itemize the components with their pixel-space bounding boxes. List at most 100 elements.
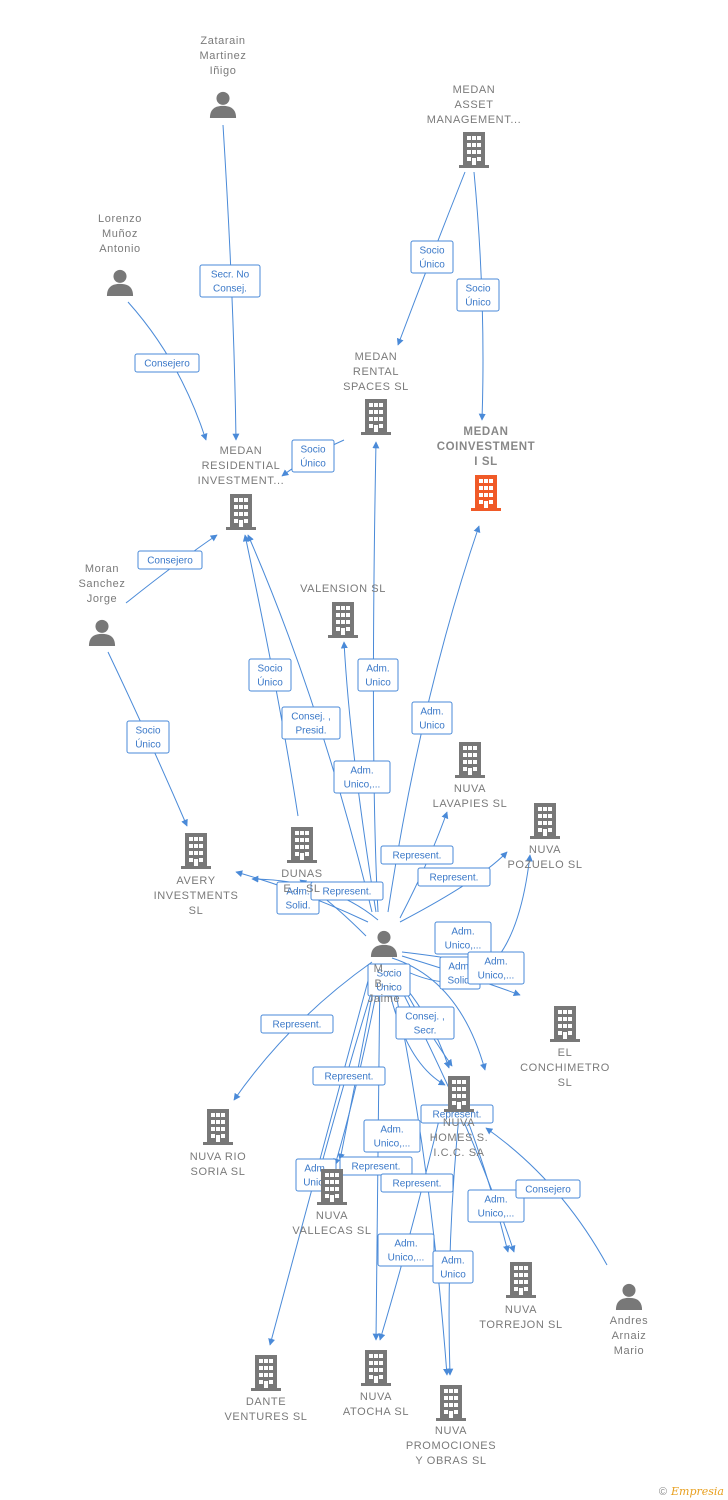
node-label: Antonio: [99, 243, 141, 255]
node-label: ASSET: [454, 99, 493, 111]
building-icon: [506, 1262, 536, 1298]
edge-label-e_avery[interactable]: Adm.Solid.: [276, 881, 320, 915]
building-icon: [181, 833, 211, 869]
edge-label-e_conchi1[interactable]: Adm.Unico,...: [434, 921, 492, 955]
edge-label-e_adm_unico_c[interactable]: Adm.Unico,...: [363, 1119, 421, 1153]
node-label: TORREJON SL: [479, 1319, 562, 1331]
edge-label-box: [281, 706, 341, 740]
edge-line: [465, 1115, 510, 1253]
edge-label-e_valension[interactable]: Adm.Unico: [357, 658, 399, 692]
edge-label-e_atocha[interactable]: Adm.Unico,...: [377, 1233, 435, 1267]
node-label: B...: [375, 978, 394, 990]
edge-label-e_jaime_resid[interactable]: Consej. ,Presid.: [281, 706, 341, 740]
edge-label-e_moran_resid[interactable]: Consejero: [137, 550, 203, 570]
node-label: SL: [558, 1077, 573, 1089]
edge-label-e_torrejon[interactable]: Adm.Unico,...: [467, 1189, 525, 1223]
edge-label-e_coinv[interactable]: Adm.Unico: [411, 701, 453, 735]
node-label: MEDAN: [463, 426, 508, 438]
edge-label-box: [248, 658, 292, 692]
edge-label-box: [377, 1233, 435, 1267]
edge-label-text: Adm.: [366, 664, 389, 675]
edge-label-e_homes_rep2[interactable]: Represent.: [380, 1173, 454, 1193]
edge-label-e_conchi3[interactable]: Adm.Unico,...: [467, 951, 525, 985]
node-label: MEDAN: [453, 84, 496, 96]
node-jaime[interactable]: M...B...Jaime: [368, 930, 400, 1005]
node-label: M...: [374, 963, 395, 975]
building-icon: [550, 1006, 580, 1042]
node-label: I.C.C. SA: [433, 1147, 484, 1159]
edge-label-e_dunas[interactable]: Represent.: [310, 881, 384, 901]
node-label: Andres: [610, 1315, 648, 1327]
node-label: RESIDENTIAL: [202, 460, 281, 472]
nodes-layer: ZatarainMartinezIñigoMEDANASSETMANAGEMEN…: [78, 35, 648, 1467]
edge-label-box: [363, 1119, 421, 1153]
building-icon: [251, 1355, 281, 1391]
edge-label-text: Adm.: [304, 1164, 327, 1175]
person-icon: [615, 1283, 643, 1310]
brand-footer[interactable]: © Empresia: [659, 1485, 724, 1498]
node-label: VALENSION SL: [300, 583, 386, 595]
node-medan_asset[interactable]: MEDANASSETMANAGEMENT...: [427, 84, 522, 168]
node-label: AVERY: [176, 875, 215, 887]
node-label: Jorge: [87, 593, 118, 605]
edge-label-box: [312, 1066, 386, 1086]
edge-label-box: [515, 1179, 581, 1199]
node-label: NUVA: [443, 1117, 475, 1129]
node-label: E... SL: [283, 883, 320, 895]
edge-label-text: Adm.: [451, 927, 474, 938]
edge-label-text: Socio: [465, 284, 490, 295]
edge-label-text: Consejero: [525, 1185, 571, 1196]
edge-label-text: Adm.: [441, 1256, 464, 1267]
edge-label-e_pozuelo[interactable]: Represent.: [417, 867, 491, 887]
brand-logo: Empresia: [671, 1485, 724, 1498]
edge-label-box: [134, 353, 200, 373]
edge-label-e_promo[interactable]: Adm.Unico: [432, 1250, 474, 1284]
person-icon: [209, 91, 237, 118]
edge-label-e_homes_consej[interactable]: Consej. ,Secr.: [395, 1006, 455, 1040]
node-label: VENTURES SL: [224, 1411, 307, 1423]
edge-label-e_andres[interactable]: Consejero: [515, 1179, 581, 1199]
copyright-symbol: ©: [658, 1486, 667, 1498]
edge-label-text: Represent.: [273, 1020, 322, 1031]
node-label: RENTAL: [353, 366, 399, 378]
node-valension[interactable]: VALENSION SL: [300, 583, 386, 638]
edge-label-e_rental_adm[interactable]: Adm.Unico,...: [333, 760, 391, 794]
edge-label-text: Consejero: [147, 556, 193, 567]
edge-label-e_rio[interactable]: Represent.: [260, 1014, 334, 1034]
edge-label-text: Socio: [419, 246, 444, 257]
edge-label-text: Unico: [303, 1178, 329, 1189]
edge-label-text: Adm.: [420, 707, 443, 718]
edge-label-box: [434, 921, 492, 955]
edge-label-e_vallecas_rep[interactable]: Represent.: [312, 1066, 386, 1086]
edge-label-e_vallecas_rep2[interactable]: Represent.: [339, 1156, 413, 1176]
edge-label-e_lavapies[interactable]: Represent.: [380, 845, 454, 865]
edge-label-e_lorenzo[interactable]: Consejero: [134, 353, 200, 373]
node-medan_resid[interactable]: MEDANRESIDENTIALINVESTMENT...: [198, 445, 285, 530]
edge-label-text: Socio: [376, 969, 401, 980]
